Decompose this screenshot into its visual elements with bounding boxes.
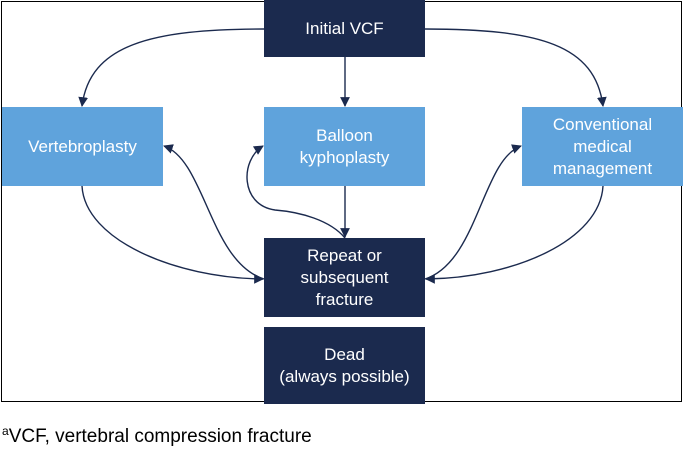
node-vertebroplasty: Vertebroplasty <box>2 107 163 186</box>
node-dead-line-1: Dead <box>324 344 365 364</box>
footnote-text: VCF, vertebral compression fracture <box>8 426 312 447</box>
node-dead: Dead (always possible) <box>264 327 425 404</box>
node-repeat-line-3: fracture <box>315 289 374 309</box>
arrow-initial-to-vertebroplasty <box>78 28 265 107</box>
node-balloon-kyphoplasty-line-2: kyphoplasty <box>299 147 390 167</box>
node-repeat-line-2: subsequent <box>300 267 389 287</box>
node-conventional-line-3: management <box>552 158 653 178</box>
arrow-vertebroplasty-to-repeat <box>81 185 264 284</box>
arrow-repeat-to-balloon <box>246 145 346 239</box>
node-initial-vcf-line-1: Initial VCF <box>305 18 384 38</box>
arrow-repeat-to-vertebroplasty <box>163 144 265 280</box>
node-conventional-medical-management: Conventional medical management <box>522 107 683 186</box>
node-balloon-kyphoplasty-line-1: Balloon <box>316 125 373 145</box>
node-initial-vcf: Initial VCF <box>264 0 425 57</box>
arrow-conventional-to-repeat <box>425 185 604 284</box>
footnote: aVCF, vertebral compression fracture <box>2 424 312 448</box>
footnote-marker: a <box>2 424 9 438</box>
node-balloon-kyphoplasty: Balloon kyphoplasty <box>264 107 425 186</box>
node-vertebroplasty-line-1: Vertebroplasty <box>28 136 137 156</box>
node-repeat-line-1: Repeat or <box>307 245 382 265</box>
arrow-repeat-to-conventional <box>424 144 522 280</box>
node-conventional-line-2: medical <box>573 136 632 156</box>
node-conventional-line-1: Conventional <box>552 114 653 134</box>
node-repeat-or-subsequent-fracture: Repeat or subsequent fracture <box>264 238 425 317</box>
arrow-initial-to-conventional <box>424 28 607 107</box>
node-dead-line-2: (always possible) <box>279 366 410 386</box>
